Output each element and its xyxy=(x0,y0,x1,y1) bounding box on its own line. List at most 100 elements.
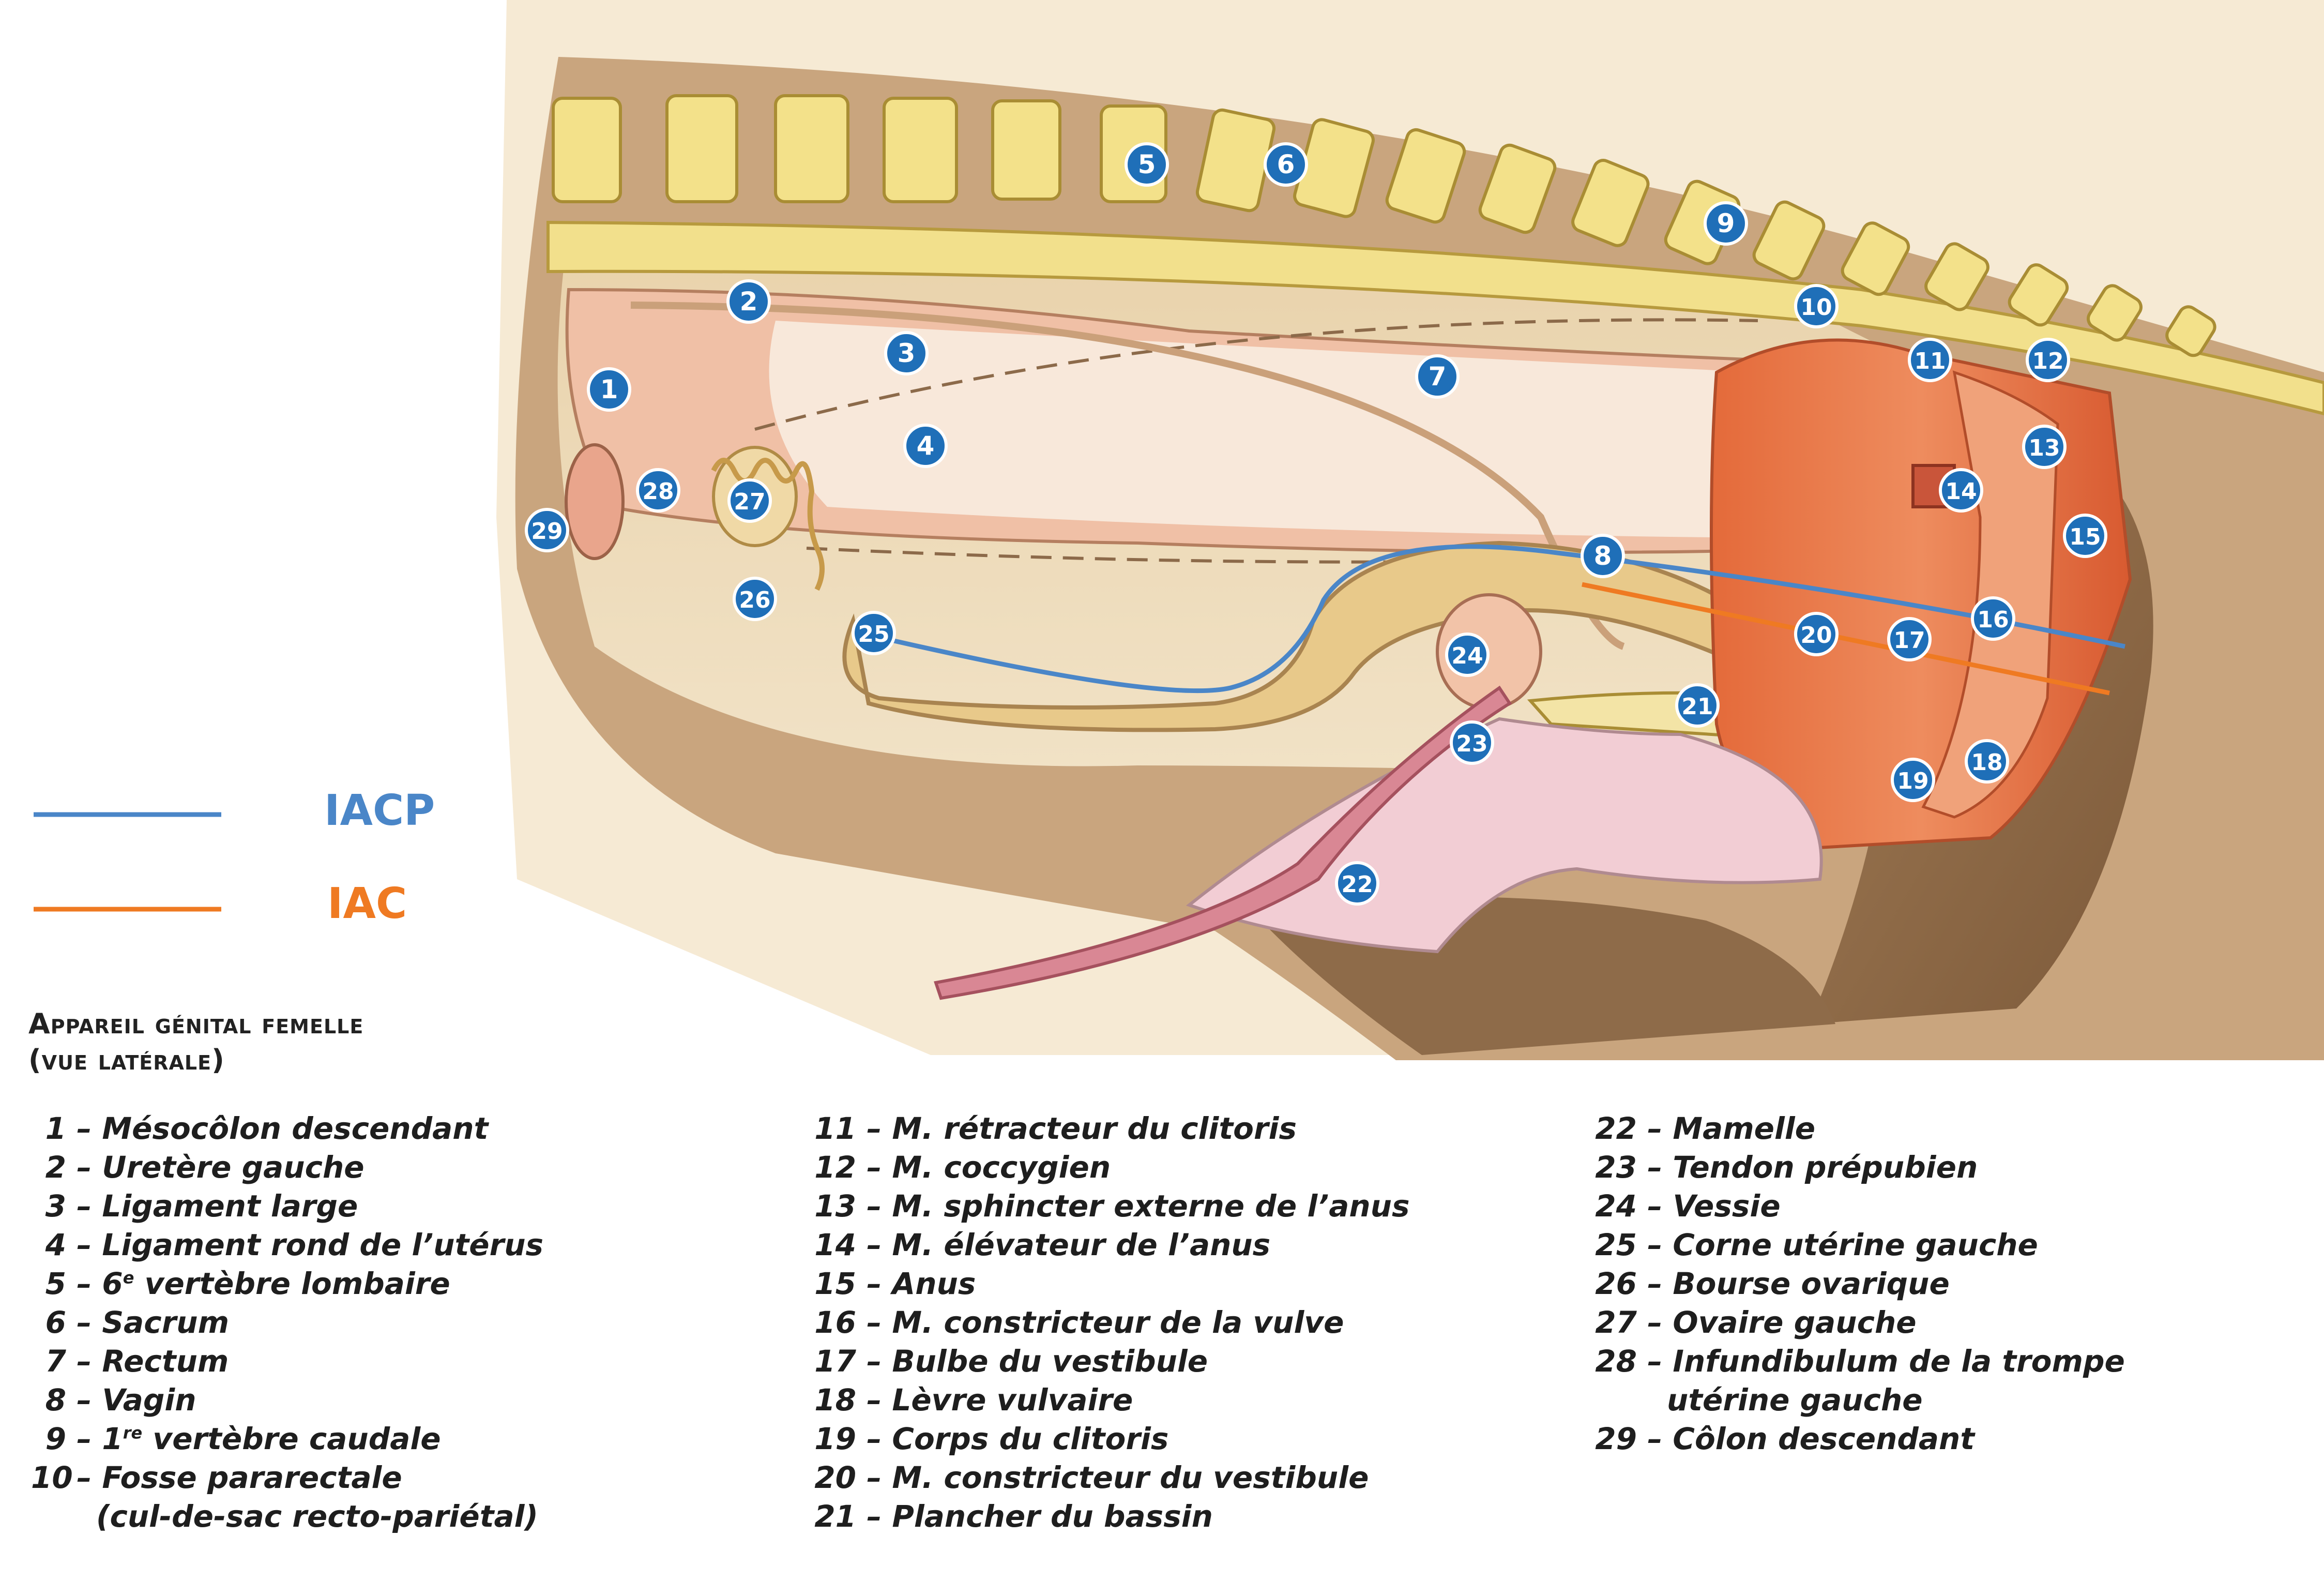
caption-label: – Mésocôlon descendant xyxy=(66,1111,489,1146)
caption-item: 5 – 6e vertèbre lombaire xyxy=(31,1264,543,1303)
caption-item: 23 – Tendon prépubien xyxy=(1592,1148,2125,1187)
caption-continuation: (cul-de-sac recto-pariétal) xyxy=(96,1499,538,1534)
caption-item: 24 – Vessie xyxy=(1592,1187,2125,1226)
badge-circle xyxy=(1581,534,1625,578)
caption-item: 4 – Ligament rond de l’utérus xyxy=(31,1226,543,1264)
label-badge-27: 27 xyxy=(727,478,772,523)
caption-number: 20 xyxy=(814,1460,856,1495)
caption-item: 21 – Plancher du bassin xyxy=(812,1497,1410,1536)
caption-item: 2 – Uretère gauche xyxy=(31,1148,543,1187)
caption-number: 5 xyxy=(45,1266,66,1301)
uterine-tube-coil xyxy=(711,458,825,591)
caption-number: 3 xyxy=(45,1188,66,1224)
badge-number: 12 xyxy=(2032,348,2063,374)
caption-item: 6 – Sacrum xyxy=(31,1303,543,1342)
badge-number: 25 xyxy=(858,621,889,648)
uterine-horn-vagina xyxy=(842,540,1760,732)
label-badge-29: 29 xyxy=(525,508,569,552)
legend-iac-label: IAC xyxy=(327,879,407,928)
caption-number: 4 xyxy=(45,1227,66,1262)
caption-item: 15 – Anus xyxy=(812,1264,1410,1303)
badge-circle xyxy=(1794,612,1839,656)
badge-number: 21 xyxy=(1681,694,1713,720)
sphincter-band xyxy=(1921,370,2059,819)
badge-number: 2 xyxy=(740,287,758,317)
badge-circle xyxy=(1939,468,1983,513)
label-badge-20: 20 xyxy=(1794,612,1839,656)
caption-label: – M. élévateur de l’anus xyxy=(856,1227,1271,1262)
figure-title: Appareil génital femelle (vue latérale) xyxy=(28,1006,363,1078)
caption-label: – M. constricteur de la vulve xyxy=(856,1305,1344,1340)
label-badge-28: 28 xyxy=(636,468,680,513)
caption-item: 11 – M. rétracteur du clitoris xyxy=(812,1109,1410,1148)
figure-title-line1: Appareil génital femelle xyxy=(28,1007,364,1040)
broad-ligament-border xyxy=(754,318,1758,431)
caption-item: 8 – Vagin xyxy=(31,1381,543,1420)
badge-circle xyxy=(2022,425,2067,469)
badge-number: 23 xyxy=(1456,731,1487,757)
caption-label: – Ligament rond de l’utérus xyxy=(66,1227,544,1262)
caption-label: – Ovaire gauche xyxy=(1637,1305,1917,1340)
badge-number: 22 xyxy=(1341,871,1373,898)
caption-label: – Vessie xyxy=(1637,1188,1781,1224)
caption-number: 22 xyxy=(1595,1111,1637,1146)
badge-circle xyxy=(1264,142,1308,187)
caption-item: 22 – Mamelle xyxy=(1592,1109,2125,1148)
caption-item: 25 – Corne utérine gauche xyxy=(1592,1226,2125,1264)
caption-item: 7 – Rectum xyxy=(31,1342,543,1381)
badge-number: 26 xyxy=(739,587,770,613)
label-badge-26: 26 xyxy=(733,577,777,621)
badge-number: 8 xyxy=(1594,541,1612,571)
badge-circle xyxy=(1887,617,1932,661)
label-badge-6: 6 xyxy=(1264,142,1308,187)
badge-number: 7 xyxy=(1429,362,1447,392)
badge-number: 4 xyxy=(917,431,935,461)
label-badge-5: 5 xyxy=(1125,142,1169,187)
badge-circle xyxy=(1445,633,1490,677)
caption-number: 13 xyxy=(814,1188,856,1224)
caption-label: – Bourse ovarique xyxy=(1637,1266,1950,1301)
badge-circle xyxy=(1794,284,1839,328)
label-badge-17: 17 xyxy=(1887,617,1932,661)
label-badge-2: 2 xyxy=(726,279,771,324)
badge-number: 17 xyxy=(1893,627,1925,654)
label-badge-11: 11 xyxy=(1908,338,1952,382)
caption-number: 25 xyxy=(1595,1227,1637,1262)
caption-number: 21 xyxy=(814,1499,856,1534)
caption-item: 20 – M. constricteur du vestibule xyxy=(812,1458,1410,1497)
caption-number: 19 xyxy=(814,1421,856,1456)
label-badge-19: 19 xyxy=(1891,758,1935,802)
caption-item: 14 – M. élévateur de l’anus xyxy=(812,1226,1410,1264)
caption-label: – M. constricteur du vestibule xyxy=(856,1460,1369,1495)
caption-number: 6 xyxy=(45,1305,66,1340)
badge-circle xyxy=(727,478,772,523)
caption-label: – Anus xyxy=(856,1266,976,1301)
badge-circle xyxy=(852,611,896,655)
badge-number: 1 xyxy=(600,374,618,404)
badge-number: 29 xyxy=(531,518,563,545)
label-badge-21: 21 xyxy=(1675,683,1720,728)
label-badge-14: 14 xyxy=(1939,468,1983,513)
badge-circle xyxy=(2063,514,2107,558)
caption-item: 29 – Côlon descendant xyxy=(1592,1420,2125,1458)
badge-number: 13 xyxy=(2028,435,2060,461)
label-badge-15: 15 xyxy=(2063,514,2107,558)
caption-number: 26 xyxy=(1595,1266,1637,1301)
label-badge-24: 24 xyxy=(1445,633,1490,677)
badge-circle xyxy=(2026,338,2070,382)
caption-label: – M. sphincter externe de l’anus xyxy=(856,1188,1410,1224)
label-badge-10: 10 xyxy=(1794,284,1839,328)
caption-item: 17 – Bulbe du vestibule xyxy=(812,1342,1410,1381)
caption-label: – Côlon descendant xyxy=(1637,1421,1975,1456)
rectum-lumen xyxy=(769,321,1758,538)
caption-label: – Ligament large xyxy=(66,1188,358,1224)
caption-number: 12 xyxy=(814,1150,856,1185)
caption-number: 2 xyxy=(45,1150,66,1185)
caption-item: 9 – 1re vertèbre caudale xyxy=(31,1420,543,1458)
caption-number: 1 xyxy=(45,1111,66,1146)
label-badge-7: 7 xyxy=(1415,354,1460,399)
caption-number: 10 xyxy=(31,1460,73,1495)
